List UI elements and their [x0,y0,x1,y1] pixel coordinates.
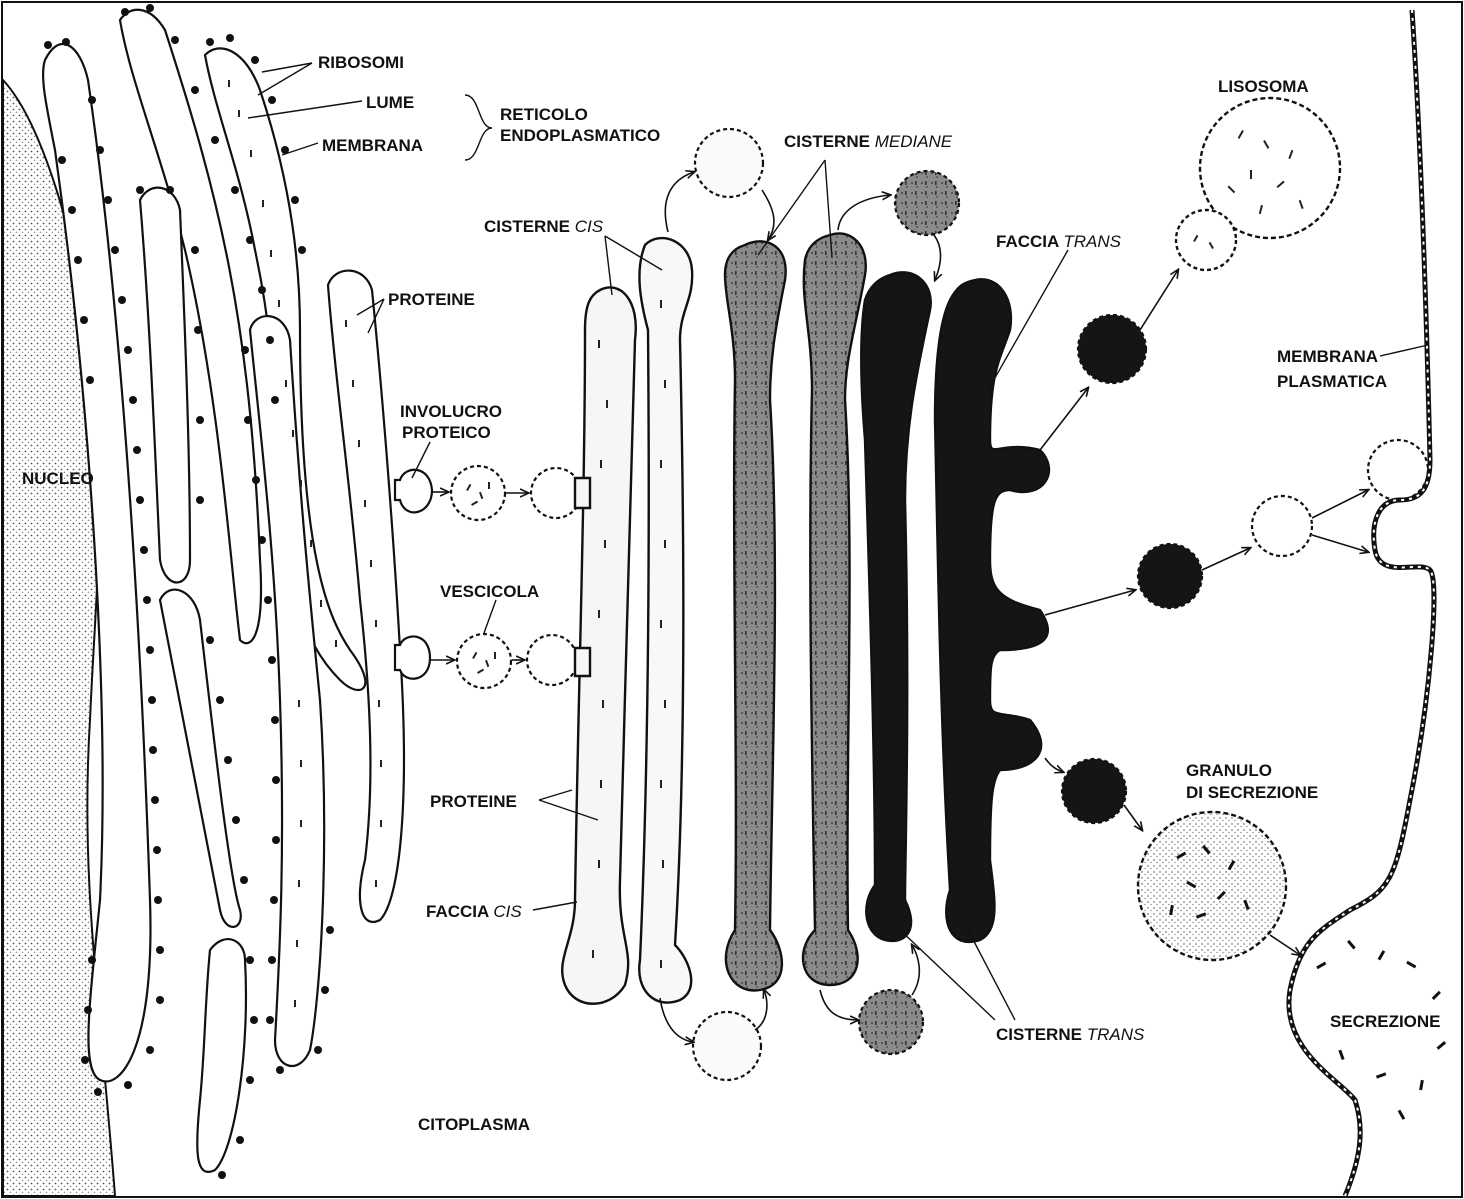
cis-incoming-vesicle-bottom [527,635,577,685]
cis-face-branch-bottom [575,648,590,676]
label-ribosomi: RIBOSOMI [318,53,404,72]
er-cisterna [140,188,190,583]
label-membrana-plasmatica-1: MEMBRANA [1277,347,1378,366]
er-transition-vesicles [395,466,581,688]
vesicle-medial-top [895,171,959,235]
transport-vesicle-top [451,466,505,520]
arrow-cis-bottom-out [660,998,693,1042]
golgi-cis-face [562,238,692,1004]
transport-vesicle-bottom [457,634,511,688]
er-cisterna [250,316,324,1066]
label-reticolo-2: ENDOPLASMATICO [500,126,660,145]
label-faccia-trans: FACCIA TRANS [996,232,1122,251]
arrow-cis-down-to-medial [762,190,774,240]
vesicle-medial-bottom [859,990,923,1054]
label-secrezione: SECREZIONE [1330,1012,1441,1031]
label-lume: LUME [366,93,414,112]
label-vescicola: VESCICOLA [440,582,539,601]
arrow-vesicle-to-lysosome [1140,270,1178,330]
trans-cisterna [861,272,931,941]
label-granulo-2: DI SECREZIONE [1186,783,1318,802]
arrow-medial-up [838,195,890,230]
clear-vesicle [1252,496,1312,556]
er-cisterna [328,271,404,922]
vesicle-cis-bottom [693,1012,761,1080]
vesicle-cis-top [695,129,763,197]
er-bud-bottom [395,636,430,678]
label-proteine-bottom: PROTEINE [430,792,517,811]
lysosome [1176,98,1340,270]
arrow-trans-to-vesicle-3 [1045,758,1063,772]
cis-incoming-vesicle-top [531,468,581,518]
arrow-clear-to-upper [1312,490,1368,518]
arrow-vesicle-to-clear [1202,548,1250,570]
arrow-clear-to-fusion [1312,535,1368,552]
trans-cisterna [935,279,1049,942]
secretory-granule [1138,812,1286,960]
arrow-vesicle-to-granule [1124,805,1142,830]
label-nucleo: NUCLEO [22,469,94,488]
arrow-trans-to-vesicle-1 [1040,388,1088,450]
cis-cisterna [639,238,692,1002]
cis-face-branch-top [575,478,590,508]
golgi-medial-cisternae [725,233,866,990]
label-faccia-cis: FACCIA CIS [426,902,522,921]
label-proteine-top: PROTEINE [388,290,475,309]
lysosome-fusing-vesicle [1176,210,1236,270]
label-granulo-1: GRANULO [1186,761,1272,780]
arrow-trans-to-vesicle-2 [1045,590,1135,615]
label-cisterne-cis: CISTERNE CIS [484,217,604,236]
arrow-medial-bottom-back [912,945,919,995]
rough-endoplasmic-reticulum [43,10,404,1172]
label-involucro-2: PROTEICO [402,423,491,442]
label-cisterne-trans: CISTERNE TRANS [996,1025,1145,1044]
arrow-medial-bottom-out [820,990,858,1020]
arrow-granule-to-membrane [1270,935,1300,955]
arrow-medial-down-to-trans [934,235,941,280]
clear-vesicle-upper [1368,440,1428,500]
vesicle-trans-to-lysosome [1078,315,1146,383]
vesicle-trans-to-granule [1062,759,1126,823]
medial-cisterna [803,233,866,985]
label-involucro-1: INVOLUCRO [400,402,502,421]
arrow-cis-bottom-back [755,990,767,1030]
vesicle-trans-to-membrane [1138,544,1202,608]
medial-cisterna [725,241,786,990]
label-cisterne-mediane: CISTERNE MEDIANE [784,132,953,151]
label-membrana: MEMBRANA [322,136,423,155]
golgi-trans-cisternae [861,272,1049,942]
label-reticolo-1: RETICOLO [500,105,588,124]
label-lisosoma: LISOSOMA [1218,77,1309,96]
arrow-cis-up [665,172,694,232]
label-membrana-plasmatica-2: PLASMATICA [1277,372,1387,391]
label-citoplasma: CITOPLASMA [418,1115,530,1134]
